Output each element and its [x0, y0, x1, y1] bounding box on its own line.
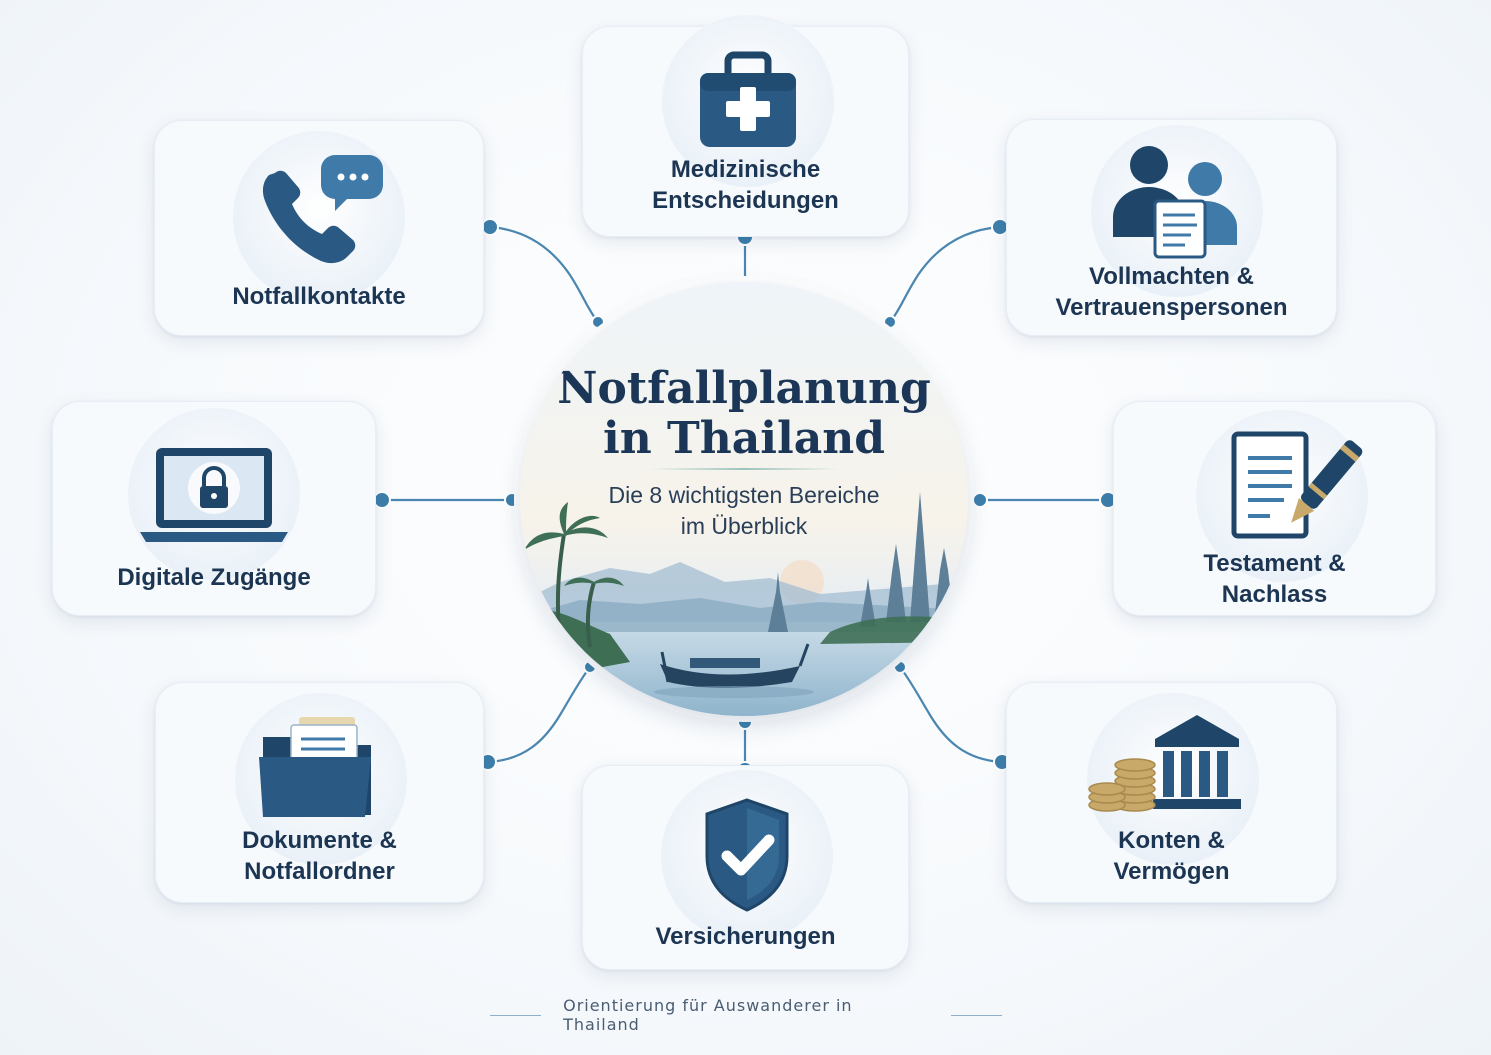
card-testament[interactable]: Testament & Nachlass	[1113, 401, 1436, 616]
phone-chat-icon	[233, 131, 405, 303]
footer-rule-left	[490, 1014, 542, 1016]
label-line: Medizinische	[670, 156, 821, 183]
laptop-lock-icon	[128, 408, 300, 580]
card-digitale[interactable]: Digitale Zugänge	[52, 401, 376, 616]
thailand-landscape-illustration	[520, 282, 968, 716]
node-dot	[373, 491, 391, 509]
bank-coins-icon	[1087, 693, 1259, 865]
center-title: Notfallplanung in Thailand	[520, 364, 968, 464]
label-line: Digitale Zugänge	[117, 564, 311, 591]
footer-text: Orientierung für Auswanderer in Thailand	[563, 996, 853, 1034]
document-pen-icon	[1196, 410, 1368, 582]
card-versicherungen[interactable]: Versicherungen	[582, 765, 909, 970]
card-vollmachten[interactable]: Vollmachten & Vertrauenspersonen	[1006, 119, 1337, 336]
label-line: Konten &	[1118, 827, 1225, 854]
footer-rule-right	[950, 1014, 1002, 1016]
label-line: Versicherungen	[655, 923, 836, 950]
label-line: Testament &	[1203, 550, 1346, 577]
label-line: Dokumente &	[242, 827, 397, 854]
center-subtitle-line: Die 8 wichtigsten Bereiche	[608, 482, 880, 508]
card-dokumente[interactable]: Dokumente & Notfallordner	[155, 682, 484, 903]
card-notfallkontakte[interactable]: Notfallkontakte	[154, 120, 484, 336]
folder-documents-icon	[235, 693, 407, 865]
label-line: Notfallkontakte	[232, 283, 406, 310]
center-subtitle-line: im Überblick	[680, 513, 808, 539]
node-dot	[972, 492, 988, 508]
card-medizinische[interactable]: Medizinische Entscheidungen	[582, 15, 909, 237]
label-line: Vermögen	[1113, 858, 1230, 885]
label-line: Notfallordner	[244, 858, 395, 885]
node-dot	[737, 714, 753, 730]
shield-check-icon	[661, 770, 833, 942]
card-konten[interactable]: Konten & Vermögen	[1006, 682, 1337, 903]
node-dot	[481, 218, 499, 236]
center-divider	[650, 468, 838, 470]
label-line: Entscheidungen	[652, 187, 839, 214]
label-line: Vollmachten &	[1089, 263, 1254, 290]
center-hub: Notfallplanung in Thailand Die 8 wichtig…	[520, 282, 968, 716]
center-title-line: Notfallplanung	[557, 363, 931, 414]
label-line: Vertrauenspersonen	[1055, 294, 1288, 321]
footer: Orientierung für Auswanderer in Thailand	[490, 996, 1002, 1034]
medical-kit-icon	[662, 15, 834, 187]
node-dot	[504, 492, 520, 508]
center-subtitle: Die 8 wichtigsten Bereiche im Überblick	[520, 480, 968, 542]
label-line: Nachlass	[1221, 581, 1328, 608]
center-title-line: in Thailand	[603, 413, 885, 464]
people-document-icon	[1091, 125, 1263, 297]
